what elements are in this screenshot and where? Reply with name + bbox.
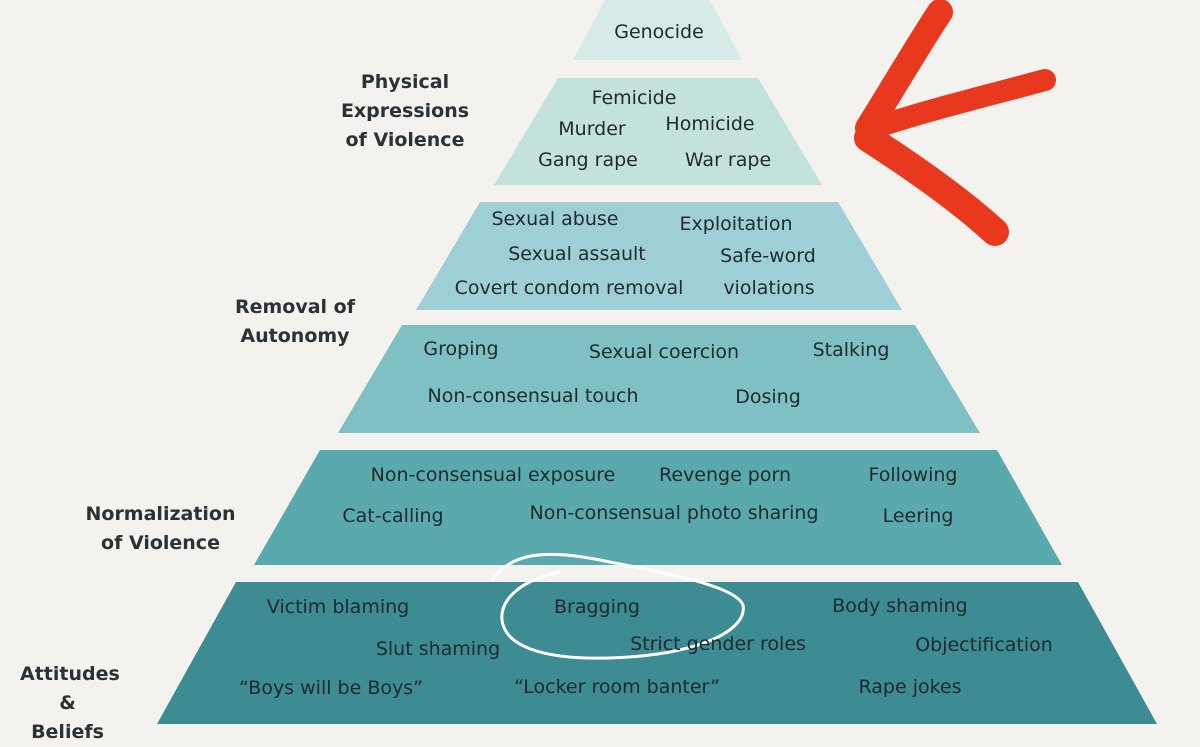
tier-0 [573, 0, 742, 60]
tier-3 [338, 325, 980, 433]
side-label-normalization: Normalization of Violence [85, 503, 236, 554]
red-arrow-stroke-upper [855, 0, 953, 141]
tier-1 [494, 78, 822, 185]
side-label-removal: Removal of Autonomy [234, 296, 356, 347]
red-arrow-stroke-middle [857, 69, 1056, 141]
white-circle-annotation [490, 552, 745, 660]
side-label-physical: Physical Expressions of Violence [340, 71, 470, 151]
red-arrow-annotation [854, 0, 1056, 246]
tier-2 [416, 202, 902, 310]
red-arrow-stroke-lower [854, 124, 1009, 246]
tier-4 [254, 450, 1062, 565]
side-label-attitudes: Attitudes & Beliefs [20, 663, 120, 743]
